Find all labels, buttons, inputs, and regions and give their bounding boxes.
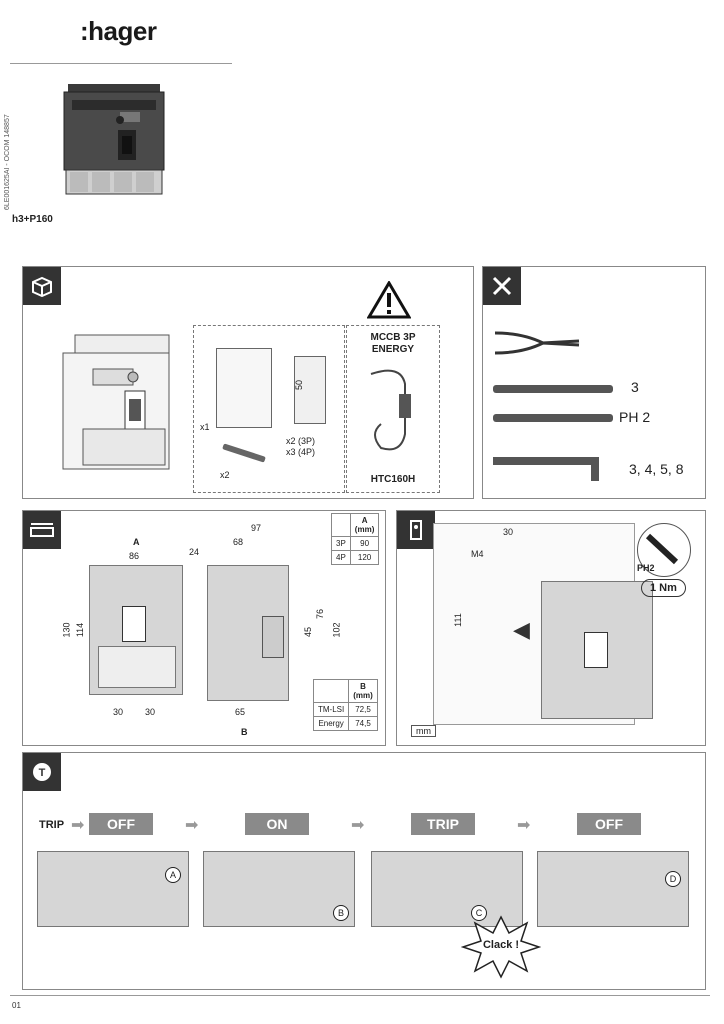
manual-qty: x1	[200, 422, 210, 432]
tools-icon	[483, 267, 521, 305]
state-off-2: OFF	[577, 813, 641, 835]
dimensions-panel: A 86 130 114 30 30 97 68 24 76 45 102 65…	[22, 510, 386, 746]
side-view	[207, 565, 289, 701]
driver-ph2: PH2	[637, 563, 655, 573]
product-image	[62, 82, 166, 200]
trip-start-label: TRIP	[39, 819, 65, 831]
distance-30: 30	[503, 527, 514, 537]
clack-burst-icon	[460, 915, 542, 979]
step-d-drawing	[537, 851, 689, 927]
pliers-icon	[493, 323, 583, 368]
step-c-marker: C	[471, 905, 487, 921]
front-view	[89, 565, 183, 695]
flat-screwdriver-icon	[493, 385, 613, 393]
step-a-marker: A	[165, 867, 181, 883]
step-b-marker: B	[333, 905, 349, 921]
phillips-size: PH 2	[619, 409, 651, 425]
torque-label: 1 Nm	[641, 579, 686, 597]
dim-A: A	[133, 537, 140, 547]
step-b-drawing	[203, 851, 355, 927]
footer-divider	[10, 995, 710, 996]
ruler-icon	[23, 511, 61, 549]
hex-key-icon	[493, 457, 599, 465]
test-icon: T	[23, 753, 61, 791]
dim-68: 68	[233, 537, 244, 547]
dim-30-right: 30	[145, 707, 156, 717]
step-a-drawing	[37, 851, 189, 927]
screw-icon	[222, 443, 266, 463]
dim-30-left: 30	[113, 707, 124, 717]
dim-45: 45	[303, 626, 314, 638]
doc-code: 6LE001625AI - OCOM 148857	[4, 114, 11, 210]
barrier-size: 50	[294, 379, 305, 391]
warning-icon	[366, 280, 412, 324]
svg-text:T: T	[39, 767, 46, 779]
arrow-icon: ➡	[185, 817, 199, 834]
breaker-drawing	[53, 329, 173, 479]
screw-qty: x2	[220, 470, 230, 480]
header-divider	[10, 63, 232, 64]
step-d-marker: D	[665, 871, 681, 887]
height-111: 111	[452, 613, 463, 627]
cable-drawing	[361, 364, 425, 464]
dim-102: 102	[331, 622, 342, 638]
accessory-ref: HTC160H	[370, 474, 416, 485]
barrier-icon	[294, 356, 326, 424]
dim-B: B	[241, 727, 248, 737]
hager-logo: :hager	[80, 16, 157, 46]
warning-title: MCCB 3P ENERGY	[370, 332, 416, 355]
units-label: mm	[411, 725, 436, 737]
mounting-icon	[397, 511, 435, 549]
operation-panel: T TRIP ➡ OFF ➡ ON ➡ TRIP ➡ OFF A B C D C…	[22, 752, 706, 990]
screw-m4: M4	[471, 549, 484, 559]
hex-sizes: 3, 4, 5, 8	[629, 461, 684, 477]
contents-panel: x1 50 x2 (3P) x3 (4P) x2 MCCB 3P ENERGY …	[22, 266, 474, 499]
box-icon	[23, 267, 61, 305]
manual-icon	[216, 348, 272, 428]
mounting-panel: 30 M4 111 ◀ PH2 1 Nm mm	[396, 510, 706, 746]
screwdriver-circle-icon	[637, 523, 691, 577]
accessory-box: MCCB 3P ENERGY HTC160H	[346, 325, 440, 493]
dim-76: 76	[315, 608, 326, 620]
product-name: h3+P160	[12, 214, 53, 225]
mount-arrow-icon: ◀	[513, 617, 530, 642]
dim-86: 86	[129, 551, 140, 561]
clack-label: Clack !	[482, 939, 520, 951]
mounted-breaker	[541, 581, 653, 719]
step-c-drawing	[371, 851, 523, 927]
flat-size: 3	[631, 379, 639, 395]
hex-key-icon-leg	[591, 457, 599, 481]
barrier-qty: x2 (3P) x3 (4P)	[286, 436, 316, 457]
arrow-icon: ➡	[71, 817, 85, 834]
package-contents-box: x1 50 x2 (3P) x3 (4P) x2	[193, 325, 345, 493]
page-number: 01	[12, 1001, 21, 1010]
arrow-icon: ➡	[351, 817, 365, 834]
tools-panel: 3 PH 2 3, 4, 5, 8	[482, 266, 706, 499]
state-trip: TRIP	[411, 813, 475, 835]
arrow-icon: ➡	[517, 817, 531, 834]
dim-24: 24	[189, 547, 200, 557]
dim-65: 65	[235, 707, 246, 717]
state-off-1: OFF	[89, 813, 153, 835]
dim-114: 114	[75, 622, 86, 638]
state-on: ON	[245, 813, 309, 835]
dim-130: 130	[61, 622, 72, 638]
phillips-screwdriver-icon	[493, 414, 613, 422]
dim-97: 97	[251, 523, 262, 533]
